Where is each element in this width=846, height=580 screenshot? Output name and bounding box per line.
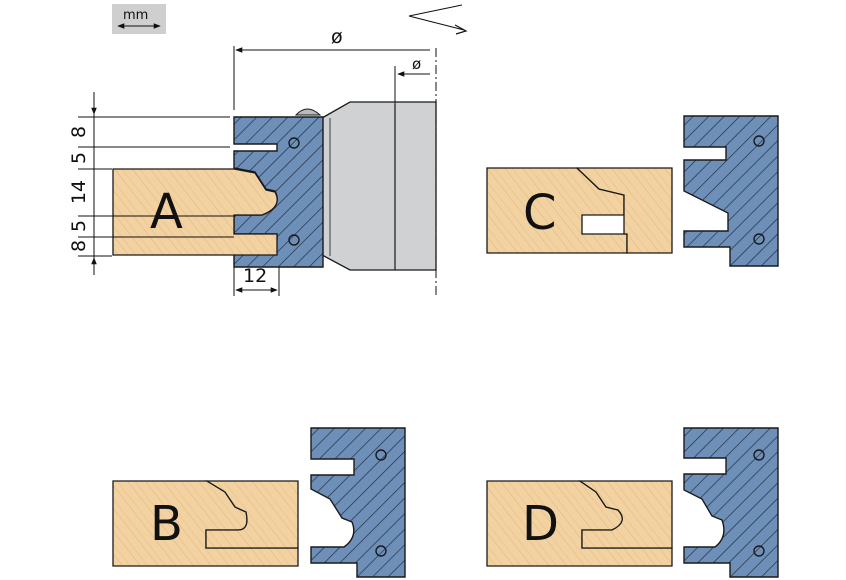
profile-b-group: B xyxy=(112,427,406,578)
dim-label-12: 12 xyxy=(243,265,267,287)
bolt-hole xyxy=(753,449,765,461)
profile-a-group: A ø ø 8 5 14 5 8 12 xyxy=(68,4,468,296)
bolt-hole xyxy=(288,234,300,246)
bore-diameter-label: ø xyxy=(412,55,421,73)
bolt-hole xyxy=(288,137,300,149)
bolt-hole xyxy=(375,545,387,557)
wood-piece-d-right xyxy=(577,480,673,549)
profile-label-b: B xyxy=(150,496,183,552)
dim-label-14: 14 xyxy=(68,180,90,204)
profile-d-group: D xyxy=(486,427,779,578)
dim-label-5-top: 5 xyxy=(68,152,90,164)
profile-label-d: D xyxy=(522,496,559,552)
cutter-knife-c xyxy=(683,115,779,267)
wood-piece-a xyxy=(112,168,278,256)
bolt-hole xyxy=(375,449,387,461)
bolt-hole xyxy=(753,233,765,245)
unit-badge-label: mm xyxy=(123,8,148,23)
wood-piece-c-right xyxy=(575,167,673,254)
dim-label-8-top: 8 xyxy=(68,126,90,138)
bolt-hole xyxy=(753,135,765,147)
profile-c-group: C xyxy=(486,115,779,267)
outer-diameter-label: ø xyxy=(331,26,343,48)
unit-badge: mm xyxy=(112,4,166,34)
cutter-knife-b xyxy=(310,427,406,578)
rotation-arrow-icon xyxy=(454,24,468,35)
bolt-head-icon xyxy=(294,108,322,116)
bolt-hole xyxy=(753,545,765,557)
cutter-body xyxy=(321,101,437,271)
cutter-knife-d xyxy=(683,427,779,578)
dim-label-8-bottom: 8 xyxy=(68,240,90,252)
profile-label-a: A xyxy=(150,184,183,240)
wood-piece-b-right xyxy=(204,480,299,549)
profile-label-c: C xyxy=(523,185,557,241)
dim-label-5-bottom: 5 xyxy=(68,220,90,232)
